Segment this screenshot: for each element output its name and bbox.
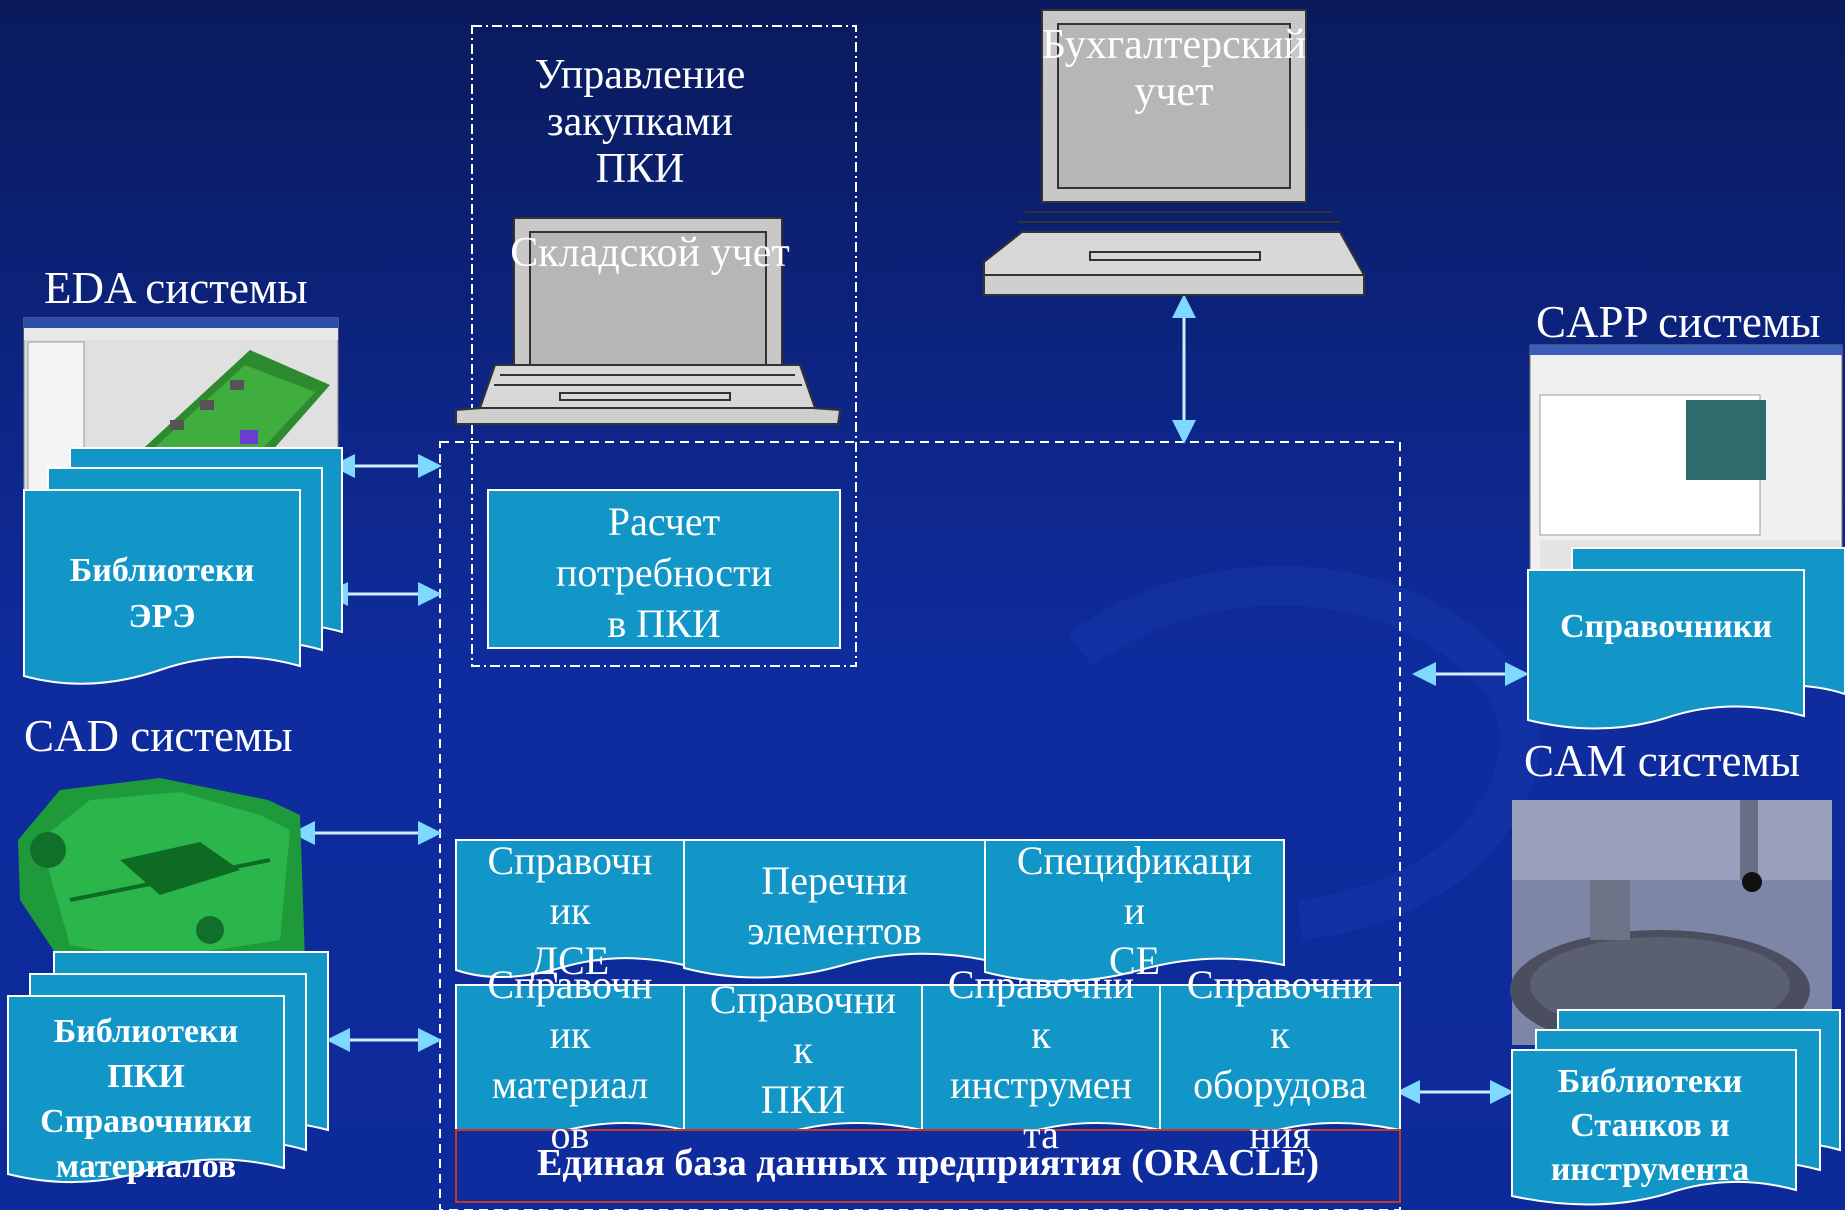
laptop-accounting-icon (983, 9, 1366, 296)
pki-lib-line-4: материалов (55, 1147, 237, 1185)
tools-line-4: та (1023, 1112, 1059, 1157)
cad-model-image (18, 778, 305, 980)
purchasing-line-3: ПКИ (595, 146, 685, 193)
equipment-line-1: Справочни (1186, 962, 1374, 1007)
purchasing-label: Управление закупками ПКИ (480, 52, 800, 193)
ere-library-label: Библиотеки ЭРЭ (24, 548, 300, 640)
doc-elements-shape (683, 839, 986, 979)
dse-line-2: ик (549, 888, 591, 933)
pki-lib-line-2: ПКИ (107, 1057, 185, 1095)
capp-systems-label: CAPP системы (1536, 297, 1821, 347)
machines-library-label: Библиотеки Станков и инструмента (1512, 1060, 1788, 1193)
pki-doc-front (7, 995, 285, 1184)
dse-line-1: Справочн (487, 838, 653, 883)
ere-line-2: ЭРЭ (128, 597, 196, 635)
doc-dse: Справочн ик ДСЕ (456, 836, 684, 986)
doc-equipment: Справочни к оборудова ния (1160, 960, 1400, 1160)
spec-line-1: Спецификаци (1016, 838, 1253, 883)
warehouse-label: Складской учет (510, 230, 790, 276)
calc-box-shape (487, 489, 841, 649)
spec-line-3: СЕ (1108, 938, 1161, 983)
accounting-label: Бухгалтерский учет (1014, 22, 1334, 116)
dse-line-3: ДСЕ (530, 938, 610, 983)
database-label: Единая база данных предприятия (ORACLE) (537, 1142, 1319, 1184)
laptop-warehouse-icon (455, 217, 842, 425)
doc-dse-shape (455, 839, 685, 979)
materials-line-1: Справочн (487, 962, 653, 1007)
elements-line-2: элементов (747, 908, 922, 953)
pki-ref-line-1: Справочни (709, 977, 897, 1022)
tools-line-2: к (1031, 1012, 1051, 1057)
purchasing-line-2: закупками (547, 99, 733, 146)
cad-systems-label: CAD системы (24, 711, 293, 761)
purchasing-boundary (471, 25, 857, 667)
equipment-line-4: ния (1249, 1112, 1311, 1157)
cam-systems-label: CAM системы (1524, 736, 1801, 786)
equipment-line-2: к (1270, 1012, 1290, 1057)
doc-elements: Перечни элементов (684, 856, 985, 956)
doc-spec: Спецификаци и СЕ (985, 836, 1284, 986)
capp-doc-front (1527, 569, 1805, 730)
spec-line-2: и (1123, 888, 1146, 933)
calc-line-3: в ПКИ (607, 601, 721, 647)
capp-screenshot-image (1529, 344, 1843, 578)
eda-systems-label: EDA системы (44, 263, 308, 313)
doc-tools: Справочни к инструмен та (922, 960, 1160, 1160)
enterprise-boundary (439, 441, 1401, 1210)
ere-line-1: Библиотеки (69, 552, 255, 589)
materials-line-2: ик (549, 1012, 591, 1057)
calc-line-2: потребности (556, 550, 772, 596)
machines-doc-front (1511, 1049, 1797, 1206)
tools-line-1: Справочни (947, 962, 1135, 1007)
machines-line-2: Станков и (1570, 1107, 1730, 1145)
elements-line-1: Перечни (761, 858, 908, 903)
tools-line-3: инструмен (950, 1062, 1132, 1107)
database-frame (455, 1129, 1401, 1203)
equipment-line-3: оборудова (1193, 1062, 1367, 1107)
purchasing-line-1: Управление (534, 52, 746, 98)
accounting-line-1: Бухгалтерский (1041, 22, 1307, 68)
calc-box-label: Расчет потребности в ПКИ (488, 496, 840, 650)
pki-library-label: Библиотеки ПКИ Справочники материалов (8, 1010, 284, 1190)
machines-line-1: Библиотеки (1557, 1063, 1743, 1100)
capp-references-label: Справочники (1560, 608, 1772, 645)
accounting-line-2: учет (1134, 69, 1214, 116)
doc-spec-shape (984, 839, 1285, 983)
pki-lib-line-1: Библиотеки (53, 1013, 239, 1050)
calc-line-1: Расчет (607, 499, 721, 544)
ere-doc-front (23, 489, 301, 685)
doc-pki: Справочни к ПКИ (684, 975, 922, 1125)
doc-materials: Справочн ик материал ов (456, 960, 684, 1160)
pki-ref-line-2: к (793, 1027, 813, 1072)
machines-line-3: инструмента (1550, 1151, 1750, 1189)
pki-lib-line-3: Справочники (40, 1102, 252, 1140)
materials-line-3: материал (491, 1062, 649, 1107)
materials-line-4: ов (550, 1112, 590, 1157)
pki-ref-line-3: ПКИ (760, 1077, 846, 1122)
